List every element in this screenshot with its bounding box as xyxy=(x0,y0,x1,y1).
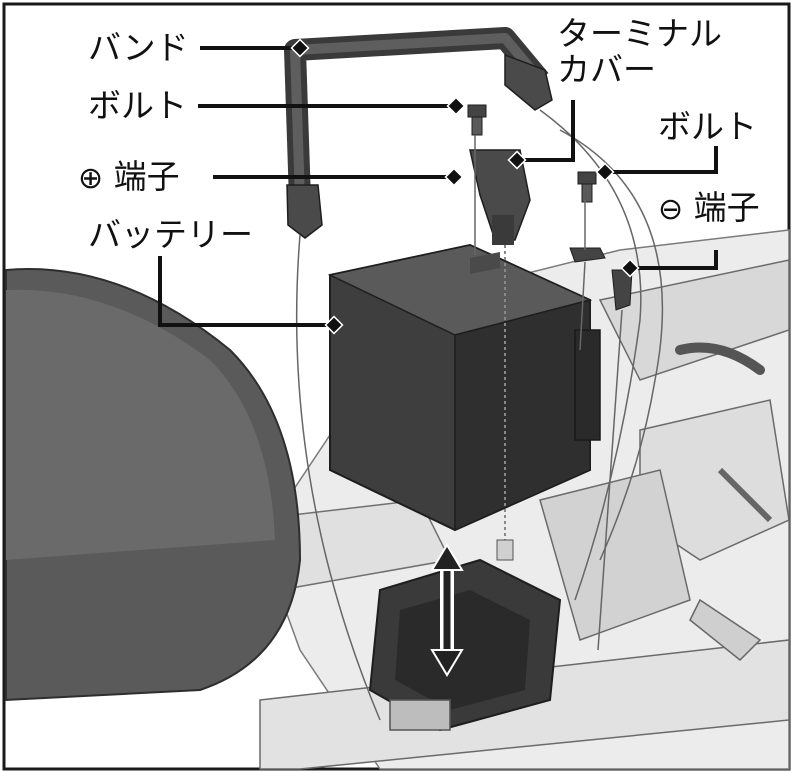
bolt-right-part xyxy=(577,171,597,203)
positive-terminal-label: ⊕ 端子 xyxy=(76,158,182,198)
positive-terminal-text: 端子 xyxy=(113,157,180,196)
band-label: バンド xyxy=(86,28,191,67)
battery-label: バッテリー xyxy=(86,215,255,254)
double-arrow-up-down-icon xyxy=(430,543,464,677)
leader-lines xyxy=(158,46,718,327)
terminal-cover-part xyxy=(469,149,531,245)
terminal-cover-label: ターミナル カバー xyxy=(555,14,724,89)
battery-body xyxy=(327,243,601,532)
terminal-cable-end xyxy=(496,539,514,561)
negative-symbol: ⊖ xyxy=(658,192,684,227)
battery-tray xyxy=(368,558,562,732)
negative-terminal-label: ⊖ 端子 xyxy=(656,189,762,229)
bolt-right-label: ボルト xyxy=(656,107,759,146)
negative-terminal-text: 端子 xyxy=(693,188,760,227)
leader-tips xyxy=(290,38,640,335)
wiring xyxy=(295,109,664,721)
positive-symbol: ⊕ xyxy=(78,161,104,196)
bolt-left-part xyxy=(467,104,487,136)
band-strap xyxy=(284,27,553,239)
negative-terminal-part xyxy=(569,247,633,311)
bolt-left-label: ボルト xyxy=(86,86,189,125)
seat-highlight xyxy=(6,289,275,560)
